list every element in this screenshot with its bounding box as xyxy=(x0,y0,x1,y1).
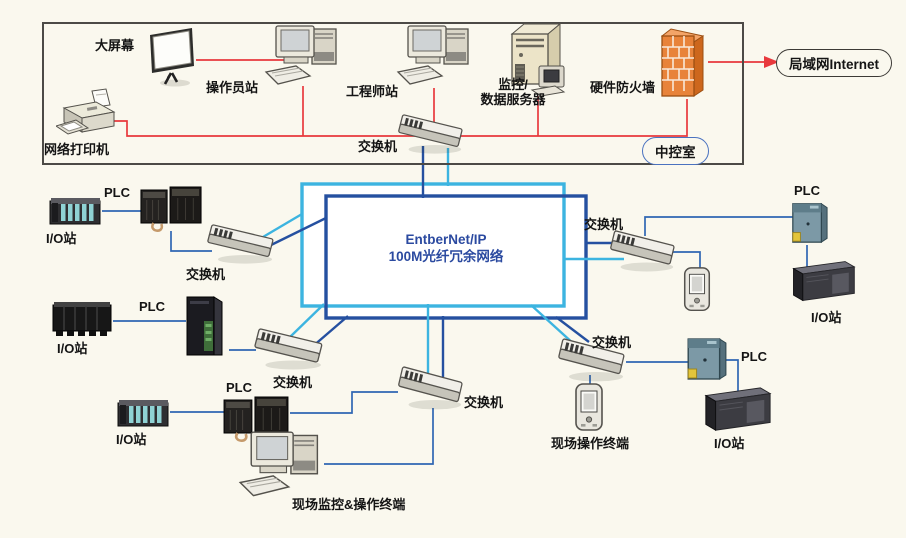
operator-workstation-icon xyxy=(264,24,342,88)
switch-label: 交换机 xyxy=(592,335,632,350)
engineer-workstation-icon xyxy=(396,24,474,88)
switch-upper-right-icon xyxy=(606,230,678,274)
control-room-boundary xyxy=(42,22,744,165)
io-station-label: I/O站 xyxy=(116,432,147,447)
plc-icon xyxy=(139,182,203,232)
field-operator-terminal-label: 现场操作终端 xyxy=(551,436,630,451)
printer-label: 网络打印机 xyxy=(44,142,110,157)
switch-bottom-right-icon xyxy=(554,338,628,384)
handheld-terminal-icon xyxy=(680,266,714,314)
data-server-icon xyxy=(502,22,570,98)
io-station-label: I/O站 xyxy=(714,436,745,451)
plc-label: PLC xyxy=(794,183,820,198)
control-room-switch-icon xyxy=(394,114,466,156)
io-station-label: I/O站 xyxy=(811,310,842,325)
switch-upper-left-icon xyxy=(203,224,277,266)
io-station-icon xyxy=(116,396,170,432)
operator-station-label: 操作员站 xyxy=(206,80,259,95)
fiber-ring xyxy=(300,182,588,320)
switch-label: 交换机 xyxy=(584,217,624,232)
server-label: 监控/ 数据服务器 xyxy=(480,77,546,107)
big-screen-icon xyxy=(146,26,198,88)
arrow-to-internet-icon xyxy=(764,56,779,68)
plc-icon xyxy=(684,333,728,383)
big-screen-label: 大屏幕 xyxy=(95,38,135,53)
field-operator-terminal-icon xyxy=(571,382,607,434)
lan-internet-label: 局域网Internet xyxy=(776,49,893,77)
engineer-station-label: 工程师站 xyxy=(346,84,399,99)
hardware-firewall-icon xyxy=(656,26,708,102)
firewall-label: 硬件防火墙 xyxy=(590,80,656,95)
plc-icon xyxy=(789,198,829,246)
switch-label: 交换机 xyxy=(186,267,226,282)
field-monitor-terminal-label: 现场监控&操作终端 xyxy=(292,497,406,512)
switch-label: 交换机 xyxy=(273,375,313,390)
io-station-label: I/O站 xyxy=(57,341,88,356)
io-station-icon xyxy=(700,384,774,434)
plc-icon xyxy=(179,293,229,359)
io-station-label: I/O站 xyxy=(46,231,77,246)
io-station-icon xyxy=(788,258,858,304)
switch-label: 交换机 xyxy=(464,395,504,410)
plc-icon xyxy=(222,392,290,442)
plc-label: PLC xyxy=(741,349,767,364)
control-room-label: 中控室 xyxy=(642,137,709,165)
plc-label: PLC xyxy=(104,185,130,200)
network-printer-icon xyxy=(56,88,122,142)
field-monitor-terminal-icon xyxy=(238,430,324,500)
switch-label: 交换机 xyxy=(358,139,398,154)
plc-label: PLC xyxy=(226,380,252,395)
ring-network-label: EntberNet/IP 100M光纤冗余网络 xyxy=(388,232,504,264)
plc-label: PLC xyxy=(139,299,165,314)
switch-mid-left-icon xyxy=(250,328,326,372)
switch-bottom-middle-icon xyxy=(394,366,466,412)
io-station-icon xyxy=(51,298,113,342)
io-station-icon xyxy=(48,194,102,230)
